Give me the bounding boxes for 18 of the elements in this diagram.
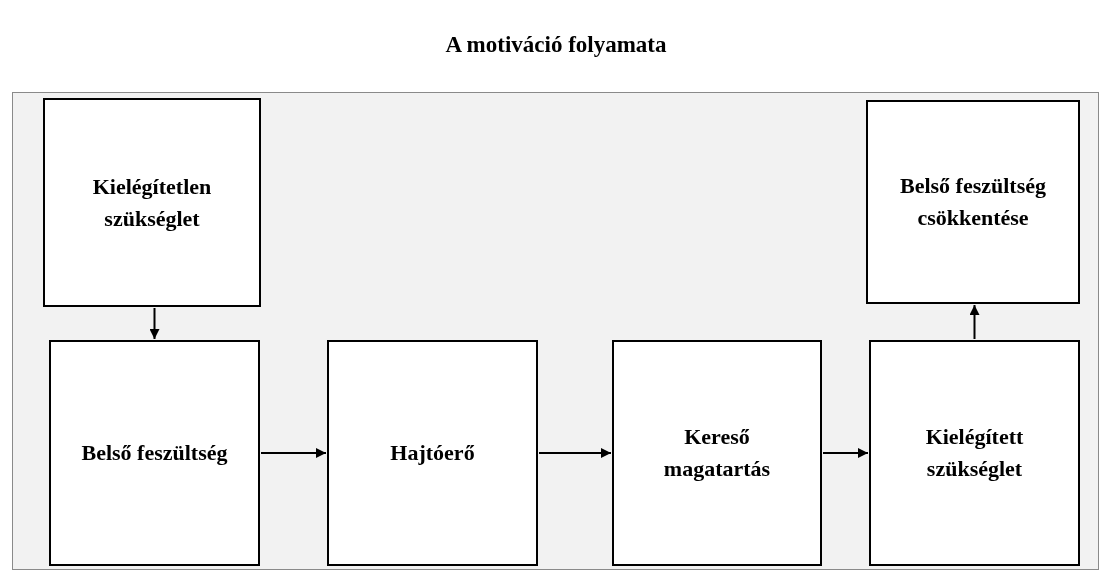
arrow [538,448,612,458]
box-label: Belső feszültség [80,439,229,468]
process-box [866,100,1080,304]
diagram-title: A motiváció folyamata [444,32,668,58]
box-label: Kielégítetlen szükséglet [91,172,213,233]
arrow [969,304,980,340]
box-label: Hajtóerő [389,439,476,468]
process-box [43,98,261,307]
arrow [149,307,160,340]
box-label: Kereső magatartás [662,423,772,483]
process-box [612,340,822,566]
box-label: Kielégített szükséglet [924,423,1025,483]
arrow [822,448,869,458]
box-label: Belső feszültség csökkentése [899,172,1047,232]
process-box [869,340,1080,566]
arrow [260,448,327,458]
process-box [49,340,260,566]
process-box [327,340,538,566]
